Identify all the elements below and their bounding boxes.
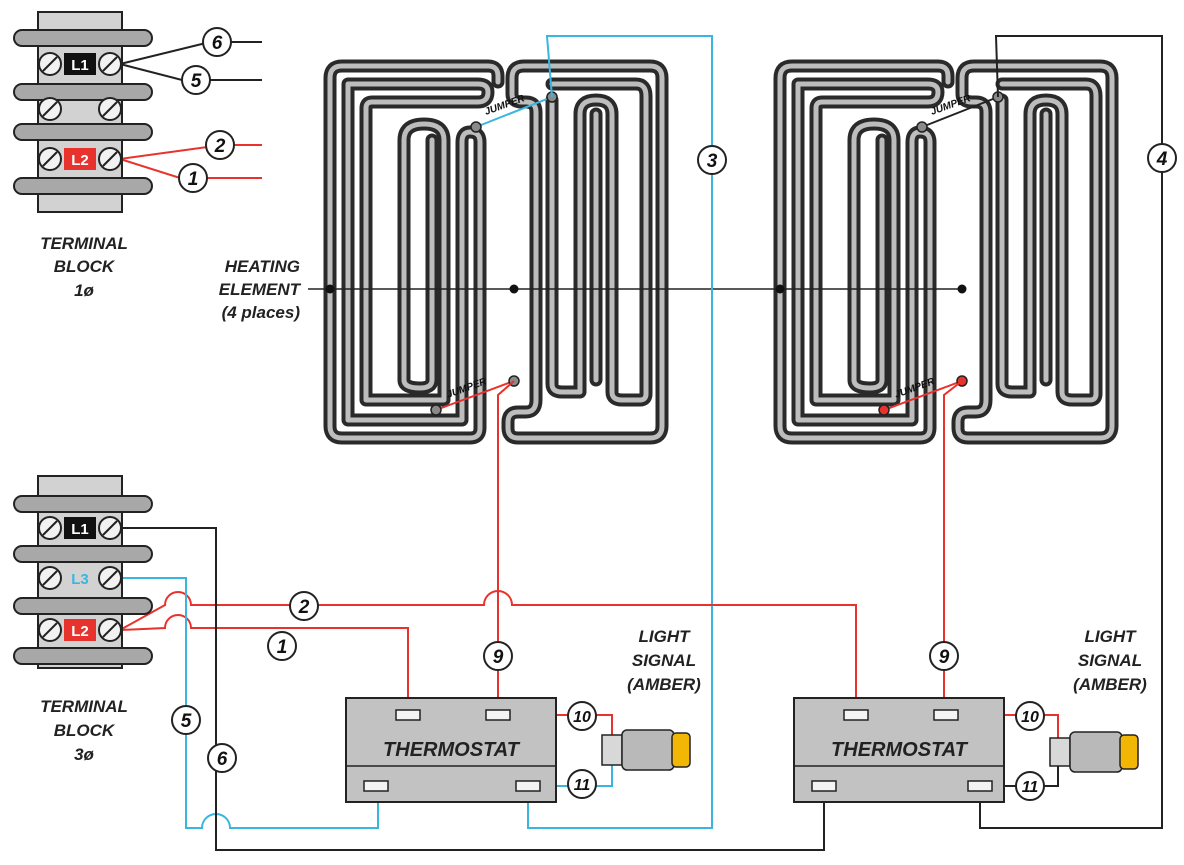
svg-text:1ø: 1ø [74, 281, 94, 300]
svg-text:BLOCK: BLOCK [54, 257, 116, 276]
wire-number: 6 [212, 33, 223, 54]
wire-number: 11 [574, 777, 591, 794]
light-signal-right [1049, 731, 1139, 773]
heating-element-leader [308, 284, 967, 294]
wire-number: 5 [191, 71, 202, 92]
thermostat-left: THERMOSTAT [345, 697, 557, 803]
light-signal-label-left: LIGHT SIGNAL (AMBER) [627, 627, 701, 694]
wire-number: 5 [181, 711, 192, 732]
svg-text:3ø: 3ø [74, 745, 94, 764]
thermostat-label: THERMOSTAT [831, 739, 969, 761]
terminal-block-1ph-title: TERMINAL BLOCK 1ø [40, 234, 128, 300]
svg-text:LIGHT: LIGHT [639, 627, 692, 646]
wire-number: 1 [188, 169, 199, 190]
terminal-label-l2: L2 [71, 623, 89, 640]
svg-text:TERMINAL: TERMINAL [40, 697, 128, 716]
svg-text:ELEMENT: ELEMENT [219, 280, 302, 299]
svg-text:LIGHT: LIGHT [1085, 627, 1138, 646]
wire-number: 3 [707, 151, 718, 172]
wire-number: 2 [214, 136, 226, 157]
wire-number: 1 [277, 637, 288, 658]
wire-number: 9 [939, 647, 950, 668]
heating-element-1 [323, 59, 669, 445]
svg-text:HEATING: HEATING [225, 257, 300, 276]
svg-text:(4 places): (4 places) [222, 303, 301, 322]
wire-number: 2 [298, 597, 310, 618]
heating-element-2 [773, 59, 1119, 445]
wires [119, 35, 1163, 851]
wire-number: 9 [493, 647, 504, 668]
heating-element-label: HEATING ELEMENT (4 places) [219, 257, 302, 322]
terminal-label-l3: L3 [71, 571, 89, 588]
svg-text:BLOCK: BLOCK [54, 721, 116, 740]
svg-text:(AMBER): (AMBER) [627, 675, 701, 694]
wire-number: 6 [217, 749, 228, 770]
terminal-block-3ph: L1 L3 L2 [13, 475, 153, 669]
thermostat-label: THERMOSTAT [383, 739, 521, 761]
terminal-block-3ph-title: TERMINAL BLOCK 3ø [40, 697, 128, 764]
thermostat-right: THERMOSTAT [793, 697, 1005, 803]
wire-number: 10 [573, 709, 591, 726]
svg-text:SIGNAL: SIGNAL [1078, 651, 1142, 670]
terminal-block-1ph: L1 L2 [13, 11, 153, 213]
wire-number: 11 [1022, 779, 1039, 796]
terminal-label-l1: L1 [71, 57, 89, 74]
wire-number: 10 [1021, 709, 1039, 726]
wire-number-markers: 6 5 2 1 3 4 2 1 9 9 5 6 10 11 10 11 [171, 27, 1177, 801]
terminal-label-l1: L1 [71, 521, 89, 538]
wire-number: 4 [1156, 149, 1168, 170]
light-signal-left [601, 729, 691, 771]
terminal-label-l2: L2 [71, 152, 89, 169]
svg-text:TERMINAL: TERMINAL [40, 234, 128, 253]
svg-text:(AMBER): (AMBER) [1073, 675, 1147, 694]
light-signal-label-right: LIGHT SIGNAL (AMBER) [1073, 627, 1147, 694]
svg-text:SIGNAL: SIGNAL [632, 651, 696, 670]
